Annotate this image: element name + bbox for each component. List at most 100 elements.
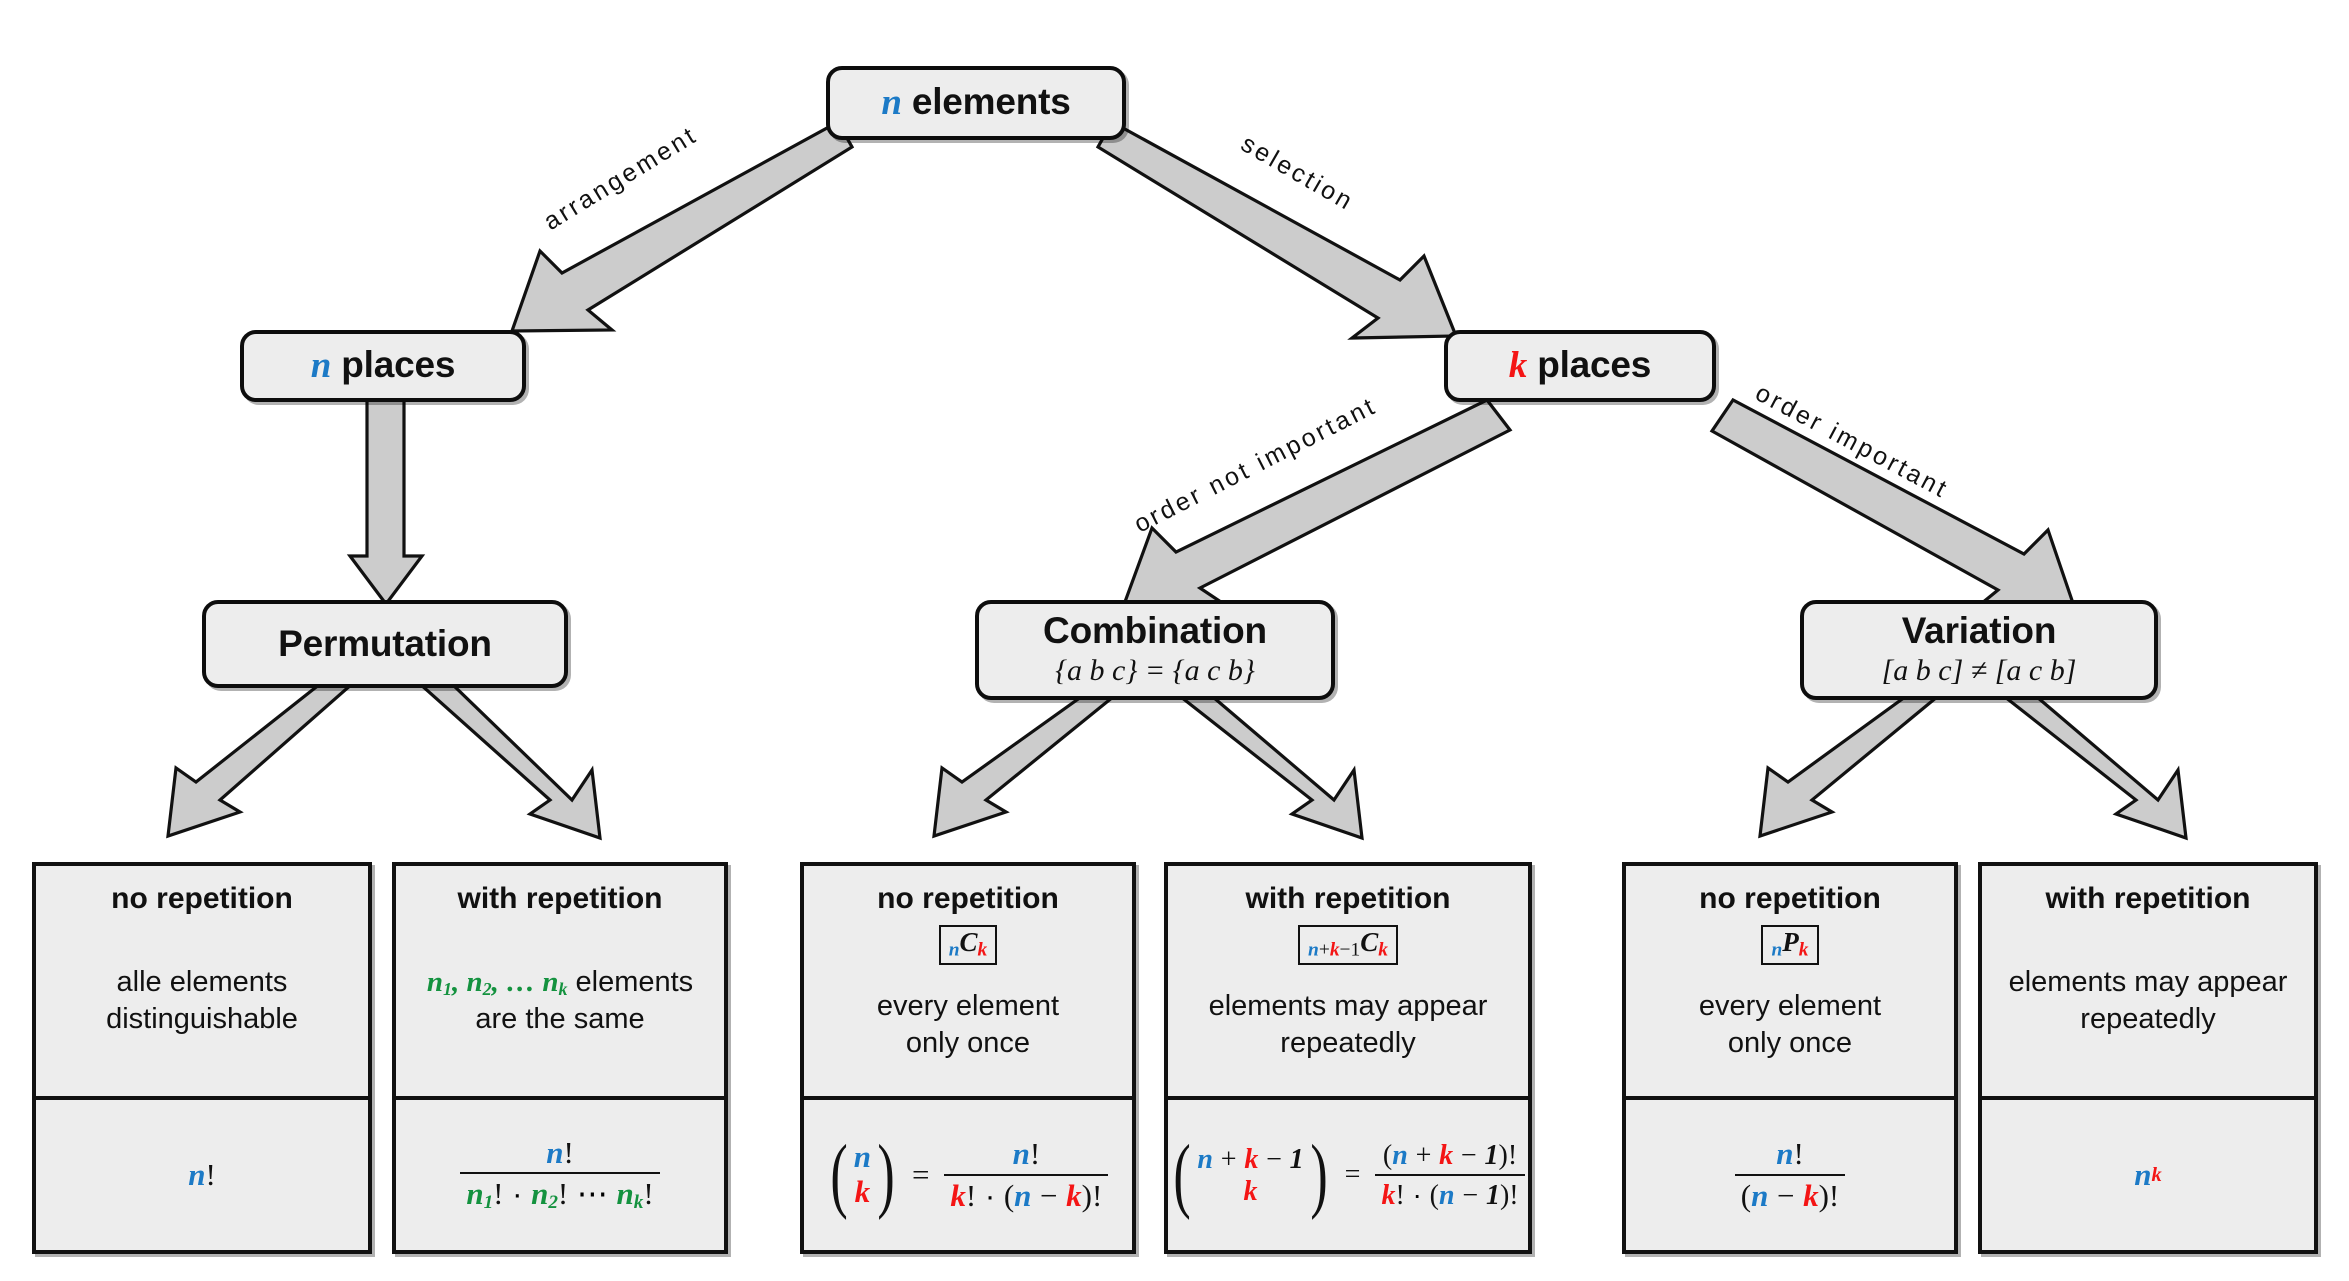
card-top: with repetition elements may appear repe… xyxy=(1982,866,2314,1096)
node-k-places[interactable]: k places xyxy=(1444,330,1716,402)
variable-n: n xyxy=(948,939,960,961)
arrow-n-places-to-permutation xyxy=(346,391,426,607)
card-formula: n! (n − k)! xyxy=(1626,1096,1954,1250)
node-root-label: n elements xyxy=(881,81,1071,124)
arrow-combination-right xyxy=(1176,695,1364,841)
variable-k: k xyxy=(1378,939,1388,961)
denominator-terms: n1 xyxy=(466,1176,494,1214)
card-formula: ( n k ) = n! k! · (n − k)! xyxy=(804,1096,1132,1250)
variable-n: n xyxy=(881,82,902,124)
node-combination[interactable]: Combination {a b c} = {a c b} xyxy=(975,600,1335,700)
node-variation[interactable]: Variation [a b c] ≠ [a c b] xyxy=(1800,600,2158,700)
factorial-symbol: ! xyxy=(563,1134,574,1170)
fraction-denominator: k! · (n − k)! xyxy=(944,1173,1109,1214)
minus-one: −1 xyxy=(1339,939,1361,961)
variable-n: n xyxy=(853,1139,871,1175)
paren-left: ( xyxy=(1173,1127,1192,1221)
node-n-places-text: places xyxy=(331,344,456,386)
node-combination-subtitle: {a b c} = {a c b} xyxy=(1055,654,1255,688)
binomial-stack: n k xyxy=(853,1140,872,1209)
card-combination-with-repetition[interactable]: with repetition n+ k −1Ck elements may app… xyxy=(1164,862,1532,1254)
card-header: with repetition xyxy=(457,882,663,915)
card-description: elements may appear repeatedly xyxy=(2008,965,2288,1035)
fraction: n! (n − k)! xyxy=(1734,1135,1846,1214)
variable-k: k xyxy=(1798,939,1809,961)
card-description-line2: are the same xyxy=(475,1003,645,1035)
paren-left: ( xyxy=(830,1127,848,1221)
card-header: no repetition xyxy=(1699,882,1881,915)
variable-n: n xyxy=(188,1157,206,1192)
card-header: with repetition xyxy=(1245,882,1451,915)
fraction-denominator: k! · (n − 1)! xyxy=(1375,1173,1525,1211)
plus-sign: + xyxy=(1318,939,1330,961)
card-variation-no-repetition[interactable]: no repetition nPk every element only onc… xyxy=(1622,862,1958,1254)
arrow-order-important xyxy=(1709,397,2079,614)
paren-right: ) xyxy=(1309,1127,1328,1221)
factorial-symbol: ! xyxy=(205,1157,216,1192)
fraction-denominator: n1! · n2! ⋯ nk! xyxy=(460,1172,660,1214)
edge-label-order-important: order important xyxy=(1750,378,1954,505)
binomial-top: n + k − 1 xyxy=(1197,1144,1304,1176)
node-k-places-label: k places xyxy=(1509,344,1652,386)
variable-k: k xyxy=(977,939,988,961)
permutation-symbol: P xyxy=(1782,927,1799,957)
card-description: elements may appear repeatedly xyxy=(1208,990,1488,1060)
combination-symbol: C xyxy=(1360,927,1379,957)
card-formula: n! n1! · n2! ⋯ nk! xyxy=(396,1096,724,1250)
binomial-coefficient: ( n k ) xyxy=(825,1127,900,1221)
card-combination-no-repetition[interactable]: no repetition nCk every element only onc… xyxy=(800,862,1136,1254)
fraction: n! k! · (n − k)! xyxy=(944,1135,1109,1214)
card-header: no repetition xyxy=(111,882,293,915)
arrow-combination-left xyxy=(932,695,1118,839)
fraction-denominator: (n − k)! xyxy=(1734,1173,1846,1214)
card-top: no repetition nPk every element only onc… xyxy=(1626,866,1954,1096)
variable-n: n xyxy=(2134,1157,2152,1192)
binomial-coefficient: ( n + k − 1 k ) xyxy=(1168,1127,1332,1221)
variable-k: k xyxy=(1243,1175,1258,1207)
node-root-text: elements xyxy=(901,81,1071,123)
variable-k: k xyxy=(854,1174,871,1209)
edge-label-arrangement: arrangement xyxy=(538,120,703,236)
variable-k-exponent: k xyxy=(2151,1163,2162,1186)
variable-n: n xyxy=(1771,939,1783,961)
card-header: no repetition xyxy=(877,882,1059,915)
card-variation-with-repetition[interactable]: with repetition elements may appear repe… xyxy=(1978,862,2318,1254)
node-root[interactable]: n elements xyxy=(826,66,1126,140)
variable-n: n xyxy=(310,345,332,387)
card-top: with repetition n+k−1Ck elements may app… xyxy=(1168,866,1528,1096)
node-permutation-title: Permutation xyxy=(278,622,492,664)
node-permutation[interactable]: Permutation xyxy=(202,600,568,688)
card-permutation-with-repetition[interactable]: with repetition n1, n2, … nk elements ar… xyxy=(392,862,728,1254)
fraction: (n + k − 1)! k! · (n − 1)! xyxy=(1375,1139,1525,1211)
equals-sign: = xyxy=(1344,1159,1361,1190)
card-notation-nCk: nCk xyxy=(938,925,998,965)
variable-n-subscripted-list: n1, n2, … nk xyxy=(426,965,568,999)
combination-symbol: C xyxy=(959,927,978,957)
node-variation-title: Variation xyxy=(1901,609,2057,651)
card-description-suffix: elements xyxy=(567,965,694,998)
arrow-variation-left xyxy=(1758,695,1942,839)
card-header: with repetition xyxy=(2045,882,2251,915)
node-combination-title: Combination xyxy=(1043,609,1267,651)
card-notation-npk1Ck: n+k−1Ck xyxy=(1298,925,1398,965)
node-k-places-text: places xyxy=(1527,344,1652,386)
variable-n: n xyxy=(1308,939,1319,961)
node-n-places[interactable]: n places xyxy=(240,330,526,402)
card-description: alle elements distinguishable xyxy=(106,965,298,1035)
fraction-numerator: n! xyxy=(1012,1135,1041,1171)
card-formula: n! xyxy=(36,1096,368,1250)
card-top: no repetition nCk every element only onc… xyxy=(804,866,1132,1096)
arrow-permutation-left xyxy=(166,682,357,839)
binomial-stack: n + k − 1 k xyxy=(1196,1143,1304,1207)
card-top: no repetition alle elements distinguisha… xyxy=(36,866,368,1096)
fraction-numerator: (n + k − 1)! xyxy=(1382,1140,1518,1172)
fraction-numerator: n! xyxy=(1776,1135,1804,1171)
card-formula: ( n + k − 1 k ) = (n + k − 1)! k! · (n −… xyxy=(1168,1096,1528,1250)
card-top: with repetition n1, n2, … nk elements ar… xyxy=(396,866,724,1096)
card-description: every element only once xyxy=(876,990,1060,1060)
edge-label-order-not-important: order not important xyxy=(1129,391,1382,539)
arrow-permutation-right xyxy=(415,682,602,841)
card-permutation-no-repetition[interactable]: no repetition alle elements distinguisha… xyxy=(32,862,372,1254)
